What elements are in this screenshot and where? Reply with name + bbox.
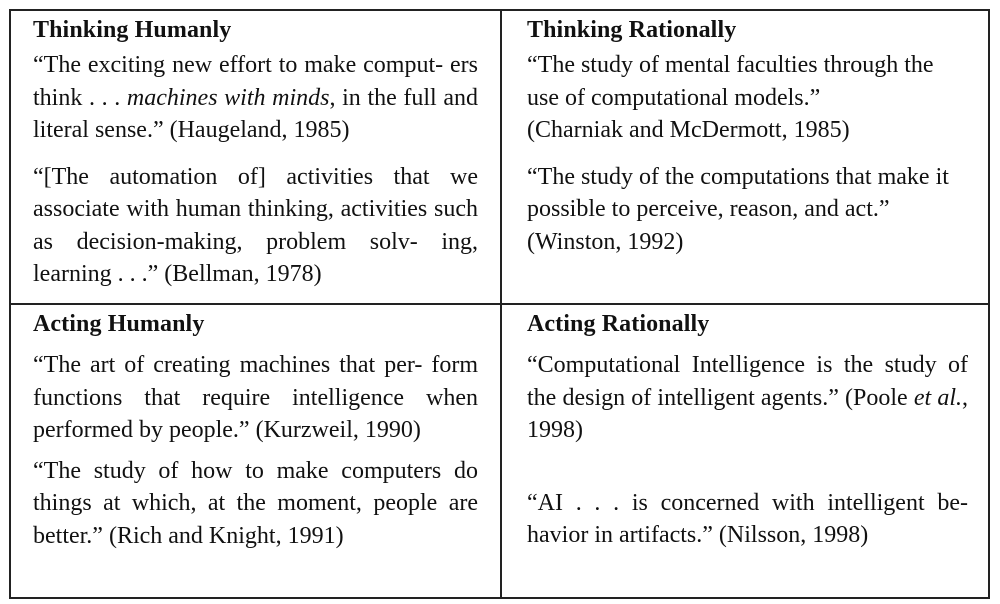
ai-definitions-table: Thinking Humanly “The exciting new effor… xyxy=(9,9,990,599)
cell-thinking-rationally: Thinking Rationally “The study of mental… xyxy=(502,11,988,305)
heading-acting-rationally: Acting Rationally xyxy=(527,311,710,337)
quote-rich-knight: “The study of how to make computers do t… xyxy=(33,457,478,549)
quote-nilsson: “AI . . . is concerned with intelligent … xyxy=(527,489,968,549)
quote-winston: “The study of the computations that make… xyxy=(527,163,949,223)
quote-poole-text-b: , 1998) xyxy=(527,384,968,444)
heading-thinking-rationally: Thinking Rationally xyxy=(527,17,737,43)
cite-charniak: (Charniak and McDermott, 1985) xyxy=(527,117,850,143)
cell-acting-humanly: Acting Humanly “The art of creating mach… xyxy=(11,305,502,597)
quote-poole: “Computational Intelligence is the study… xyxy=(527,349,968,447)
quote-kurzweil: “The art of creating machines that per- … xyxy=(33,352,478,443)
quote-charniak: “The study of mental faculties through t… xyxy=(527,52,934,111)
quote-haugeland-text-a: “The exciting new effort to make comput-… xyxy=(33,52,478,111)
quote-bellman: “[The automation of] activities that we … xyxy=(33,163,478,288)
quote-poole-italic: et al. xyxy=(913,384,962,411)
quote-haugeland: “The exciting new effort to make comput-… xyxy=(33,49,478,147)
heading-thinking-humanly: Thinking Humanly xyxy=(33,17,232,43)
quote-poole-text-a: “Computational Intelligence is the study… xyxy=(527,352,968,411)
cell-acting-rationally: Acting Rationally “Computational Intelli… xyxy=(502,305,988,597)
heading-acting-humanly: Acting Humanly xyxy=(33,311,205,337)
cite-winston: (Winston, 1992) xyxy=(527,228,684,255)
cell-thinking-humanly: Thinking Humanly “The exciting new effor… xyxy=(11,11,502,305)
quote-haugeland-italic: machines with minds xyxy=(126,84,330,111)
quote-haugeland-text-b: , in the full and literal sense.” (Hauge… xyxy=(33,84,479,144)
